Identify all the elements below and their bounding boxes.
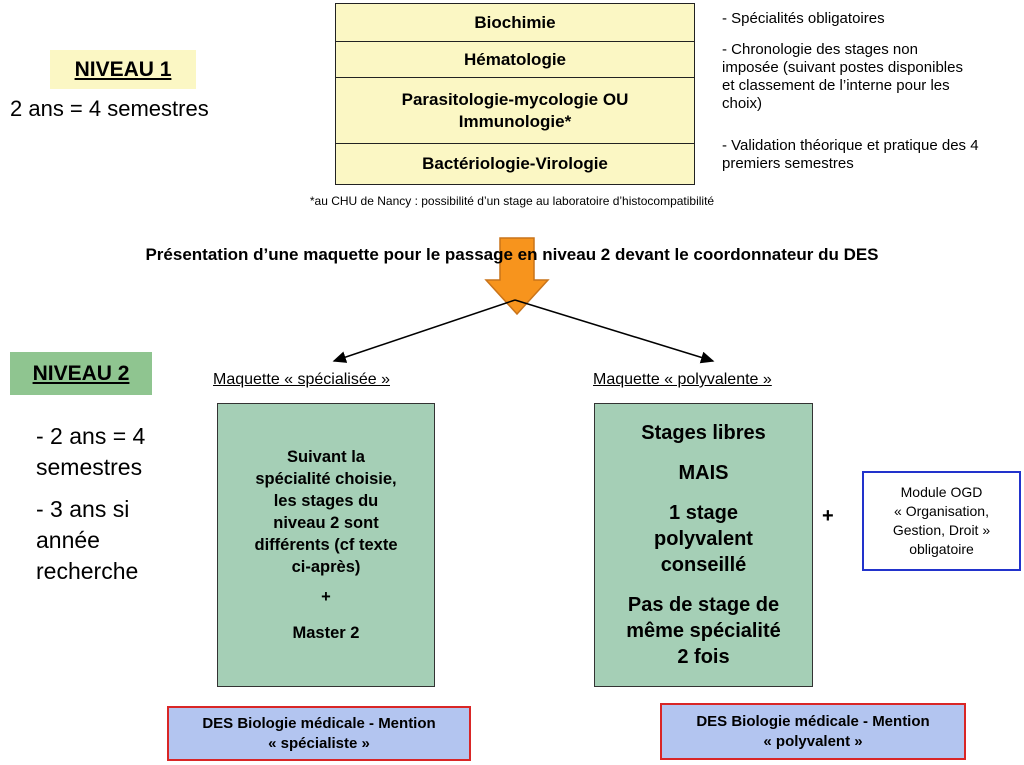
des-polyvalent-box: DES Biologie médicale - Mention « polyva… [660, 703, 966, 760]
maquette-polyvalente-title: Maquette « polyvalente » [593, 371, 772, 388]
polyvalente-text: même spécialité [626, 620, 781, 642]
niveau2-line: semestres [36, 454, 143, 480]
specialisee-box: Suivant la spécialité choisie, les stage… [217, 403, 435, 687]
specialisee-master: Master 2 [292, 624, 360, 642]
table-row-bacteriologie: Bactériologie-Virologie [422, 153, 608, 173]
module-ogd-box: Module OGD « Organisation, Gestion, Droi… [862, 471, 1021, 571]
polyvalente-text: polyvalent [654, 528, 753, 550]
polyvalente-box: Stages libres MAIS 1 stage polyvalent co… [594, 403, 813, 687]
specialisee-text: Suivant la [287, 448, 365, 466]
bullet-chronologie: - Chronologie des stages non imposée (su… [722, 41, 963, 112]
des-polyvalent-line2: « polyvalent » [763, 732, 863, 750]
niveau2-line: année [36, 527, 100, 553]
specialisee-text: niveau 2 sont [273, 514, 379, 532]
niveau2-line: - 3 ans si [36, 496, 130, 522]
des-polyvalent-line1: DES Biologie médicale - Mention [696, 712, 930, 730]
specialisee-text: ci-après) [291, 558, 361, 576]
des-specialiste-line2: « spécialiste » [268, 734, 370, 752]
polyvalente-stages-libres: Stages libres [641, 422, 766, 444]
des-specialiste-box: DES Biologie médicale - Mention « spécia… [167, 706, 471, 761]
specialisee-text: les stages du [273, 492, 379, 510]
bullet-validation: - Validation théorique et pratique des 4… [722, 137, 979, 172]
niveau1-label: NIVEAU 1 [50, 50, 196, 89]
niveau1-duration: 2 ans = 4 semestres [10, 96, 209, 121]
niveau2-line: recherche [36, 558, 139, 584]
niveau2-line: - 2 ans = 4 [36, 423, 146, 449]
specialisee-plus: + [321, 588, 331, 606]
arrow-to-specialisee [332, 299, 516, 363]
table-row-parasitologie: Parasitologie-mycologie OU Immunologie* [336, 78, 694, 144]
arrow-to-polyvalente [514, 299, 715, 364]
module-ogd-line: « Organisation, [894, 503, 989, 519]
plus-sign: + [822, 505, 834, 527]
down-arrow-icon [484, 237, 550, 316]
table-row-hematologie: Hématologie [336, 42, 694, 78]
module-ogd-line: Gestion, Droit » [892, 522, 991, 538]
bullet-obligatoires: - Spécialités obligatoires [722, 10, 885, 27]
polyvalente-mais: MAIS [678, 462, 729, 484]
footnote: *au CHU de Nancy : possibilité d’un stag… [309, 194, 715, 208]
polyvalente-text: 2 fois [677, 646, 730, 668]
specialisee-text: spécialité choisie, [255, 470, 397, 488]
module-ogd-line: Module OGD [900, 484, 983, 500]
specialisee-text: différents (cf texte [254, 536, 398, 554]
table-row-biochimie: Biochimie [336, 4, 694, 42]
maquette-specialisee-title: Maquette « spécialisée » [213, 371, 390, 388]
des-specialiste-line1: DES Biologie médicale - Mention [202, 714, 436, 732]
polyvalente-text: 1 stage [669, 502, 738, 524]
polyvalente-text: Pas de stage de [627, 594, 780, 616]
module-ogd-line: obligatoire [909, 541, 974, 557]
niveau1-table: Biochimie Hématologie Parasitologie-myco… [335, 3, 695, 185]
niveau2-label: NIVEAU 2 [10, 352, 152, 395]
presentation-heading: Présentation d’une maquette pour le pass… [145, 245, 879, 264]
niveau2-details: - 2 ans = 4 semestres - 3 ans si année r… [36, 421, 145, 587]
polyvalente-text: conseillé [660, 554, 747, 576]
